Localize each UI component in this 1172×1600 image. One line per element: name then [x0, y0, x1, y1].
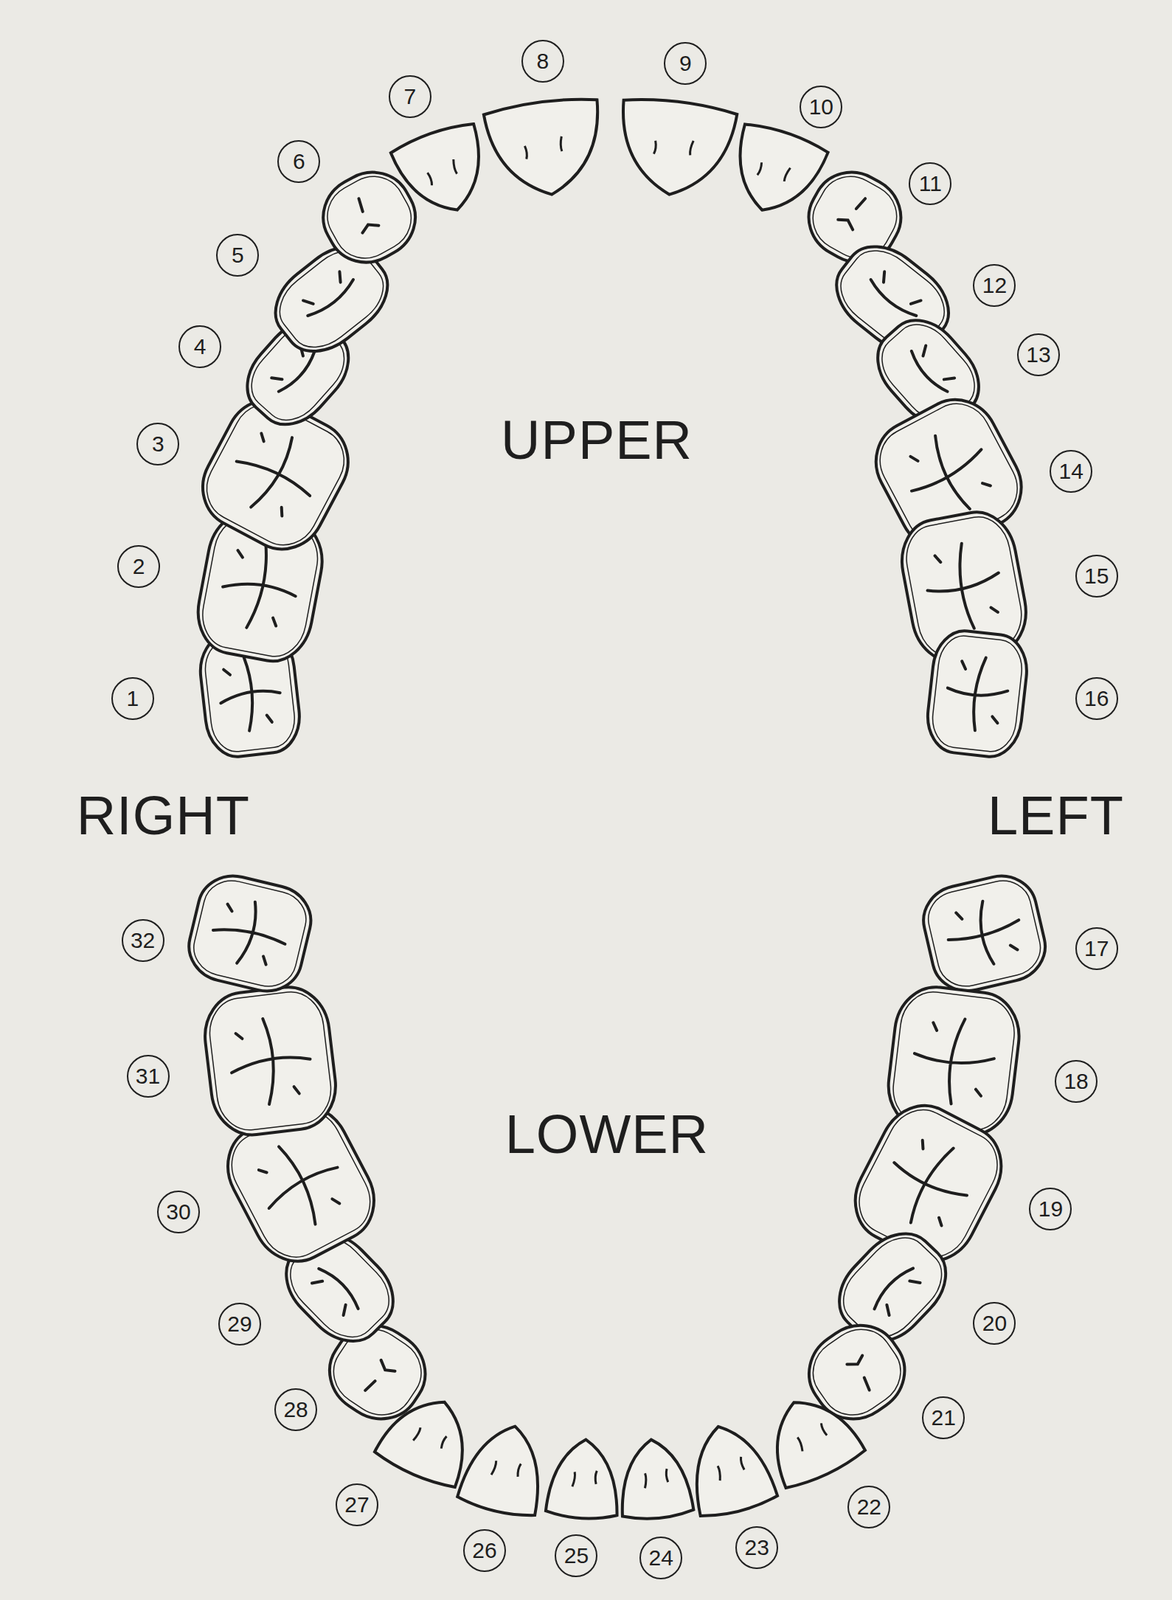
tooth-groove [308, 1264, 363, 1319]
tooth [923, 627, 1031, 760]
callout-number: 22 [847, 1485, 891, 1529]
region-label: LEFT [987, 788, 1125, 844]
callout-number: 18 [1054, 1059, 1098, 1103]
tooth-groove [245, 1127, 357, 1240]
tooth [456, 1416, 554, 1521]
callout-number: 26 [463, 1528, 506, 1572]
tooth-outline [456, 1416, 554, 1521]
tooth-groove [909, 1013, 999, 1108]
region-label: UPPER [500, 413, 693, 468]
callout-number: 17 [1075, 927, 1119, 970]
tooth-outline [199, 982, 341, 1139]
callout-number: 21 [921, 1396, 965, 1440]
tooth-groove [362, 1360, 396, 1399]
callout-number: 5 [216, 233, 259, 277]
tooth-outline [612, 95, 738, 203]
tooth-outline [483, 94, 609, 202]
tooth-groove [572, 1469, 597, 1488]
region-label: LOWER [505, 1107, 709, 1162]
tooth-groove [207, 893, 294, 973]
tooth-groove [943, 653, 1012, 734]
tooth-groove [643, 1468, 669, 1488]
callout-number: 9 [663, 42, 707, 85]
callout-number: 30 [157, 1190, 200, 1234]
tooth-outline [545, 1437, 622, 1521]
tooth [182, 868, 318, 998]
callout-number: 27 [335, 1483, 379, 1527]
callout-number: 13 [1017, 333, 1060, 377]
tooth-groove [907, 341, 959, 396]
callout-number: 4 [178, 325, 222, 369]
callout-number: 10 [799, 85, 843, 129]
tooth-groove [524, 136, 565, 160]
tooth-groove [298, 267, 357, 321]
tooth-outline [615, 1436, 695, 1521]
callout-number: 31 [126, 1054, 170, 1098]
tooth-groove [837, 191, 869, 230]
tooth-groove [347, 196, 380, 234]
tooth [612, 95, 738, 203]
callout-number: 23 [735, 1526, 779, 1569]
tooth-rim [205, 988, 335, 1134]
tooth-groove [225, 1013, 315, 1108]
callout-number: 12 [972, 264, 1016, 307]
tooth [483, 94, 609, 202]
callout-number: 20 [972, 1301, 1016, 1345]
tooth-groove [795, 1422, 829, 1451]
tooth-rim [922, 874, 1046, 992]
tooth-groove [757, 158, 791, 185]
tooth-groove [867, 267, 926, 321]
callout-number: 19 [1028, 1187, 1072, 1231]
tooth-groove [919, 537, 1008, 636]
tooth [680, 1416, 779, 1521]
tooth-groove [216, 537, 304, 636]
tooth-groove [413, 1424, 447, 1452]
tooth-outline [916, 868, 1052, 998]
callout-number: 3 [136, 422, 180, 466]
tooth-groove [653, 135, 694, 159]
callout-number: 24 [639, 1536, 683, 1580]
tooth [545, 1437, 622, 1521]
callout-number: 7 [388, 75, 432, 119]
tooth-groove [873, 1127, 984, 1240]
callout-number: 2 [117, 545, 161, 588]
tooth-outline [389, 118, 499, 225]
tooth-groove [941, 893, 1028, 973]
tooth-groove [870, 1264, 925, 1320]
callout-number: 16 [1075, 677, 1119, 720]
tooth [615, 1436, 695, 1521]
tooth-rim [188, 874, 312, 993]
callout-number: 28 [274, 1388, 318, 1431]
callout-number: 6 [277, 140, 321, 183]
tooth-outline [182, 868, 318, 998]
tooth-groove [491, 1457, 521, 1482]
callout-number: 1 [111, 677, 155, 720]
callout-number: 11 [908, 162, 952, 206]
callout-number: 15 [1075, 554, 1119, 598]
tooth-rim [929, 633, 1025, 755]
callout-number: 25 [554, 1534, 598, 1577]
tooth-groove [715, 1456, 745, 1481]
callout-number: 29 [218, 1302, 262, 1346]
callout-number: 14 [1049, 449, 1093, 493]
callout-number: 8 [521, 39, 565, 83]
tooth-groove [216, 653, 284, 734]
region-label: RIGHT [76, 788, 251, 844]
tooth-outline [680, 1416, 779, 1521]
tooth-groove [220, 419, 330, 529]
tooth [916, 868, 1052, 998]
tooth-groove [846, 1354, 881, 1392]
tooth [199, 982, 341, 1139]
tooth [389, 118, 499, 225]
tooth-outline [923, 627, 1031, 760]
tooth-groove [426, 159, 460, 186]
callout-number: 32 [121, 919, 165, 962]
